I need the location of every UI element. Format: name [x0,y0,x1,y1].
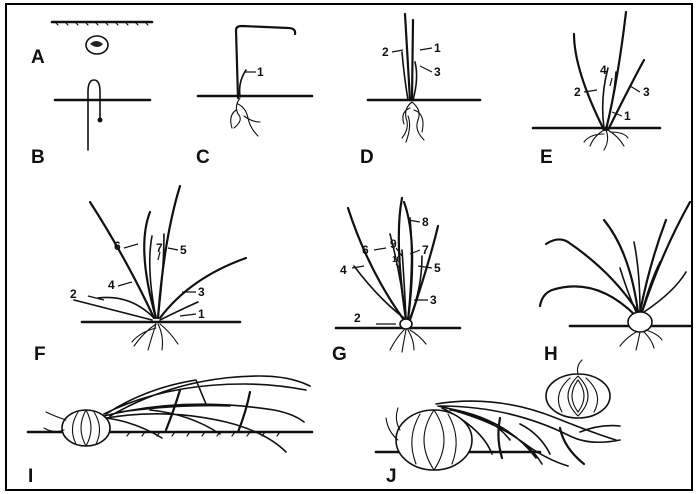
panel-c: 1 C [196,26,312,168]
leaf-label-3: 3 [198,285,205,299]
bulb [628,312,652,332]
roots [584,130,628,150]
leaf-label-8: 8 [422,215,429,229]
leaf-label-2: 2 [382,45,389,59]
roots [132,324,178,350]
leaf-label-3: 3 [643,85,650,99]
fallen-leaves [104,376,310,452]
leaf-label-9: 9 [390,237,397,251]
leaf-label-5: 5 [434,261,441,275]
first-leaf [240,70,246,96]
leaf-label-2: 2 [70,287,77,301]
mature-bulb [396,410,472,470]
panel-a: A [31,22,152,68]
leaf [604,220,638,312]
panel-d: 2 1 3 D [360,14,480,168]
leaf-label-3: 3 [434,65,441,79]
leaf [546,239,638,312]
panel-letter-a: A [31,47,45,68]
panel-letter-f: F [34,344,46,365]
panel-letter-b: B [31,147,45,168]
leaf-label-7: 7 [156,241,163,255]
seed-coat [98,118,103,123]
leaf-label-2: 2 [354,311,361,325]
leaf-label-1: 1 [198,307,205,321]
panel-g: 4 6 9 10 8 7 5 3 2 G [332,198,460,365]
panel-h: H [540,202,690,365]
cotyledon-loop [88,80,100,150]
leaf-label-3: 3 [430,293,437,307]
panel-e: 2 4 3 1 E [533,12,660,168]
roots [390,330,426,352]
leaf-label-1: 1 [434,41,441,55]
leaf [74,300,152,320]
panel-j: J [376,360,620,487]
leaf [603,68,608,128]
panel-b: B [31,80,150,168]
leaf [412,20,413,100]
leaf-label-1: 1 [257,65,264,79]
leaf-label-4: 4 [108,278,115,292]
panel-letter-e: E [540,147,553,168]
bulb-top [578,360,583,374]
panel-letter-c: C [196,147,210,168]
leaf [574,34,604,130]
roots [402,102,424,142]
bulb-base [400,319,412,329]
leaf-label-1: 1 [624,109,631,123]
panel-letter-g: G [332,344,347,365]
panel-i: I [28,376,312,487]
panel-letter-d: D [360,147,374,168]
roots [231,98,260,136]
leaf-label-6: 6 [114,239,121,253]
leaf [348,208,404,320]
leaf-label-10: 10 [392,255,401,264]
panel-letter-i: I [28,466,33,487]
panel-letter-h: H [544,344,558,365]
leaf-label-4: 4 [600,63,607,77]
mature-bulb [62,410,110,446]
roots [620,330,662,350]
leaf [413,62,417,100]
leaf-label-4: 4 [340,263,347,277]
leaf-label-7: 7 [422,243,429,257]
panel-letter-j: J [386,466,397,487]
leaf-label-5: 5 [180,243,187,257]
leaf-label-6: 6 [362,243,369,257]
leaf-label-2: 2 [574,85,581,99]
cotyledon [236,26,295,98]
panel-f: 2 4 6 7 5 3 1 F [34,186,246,365]
